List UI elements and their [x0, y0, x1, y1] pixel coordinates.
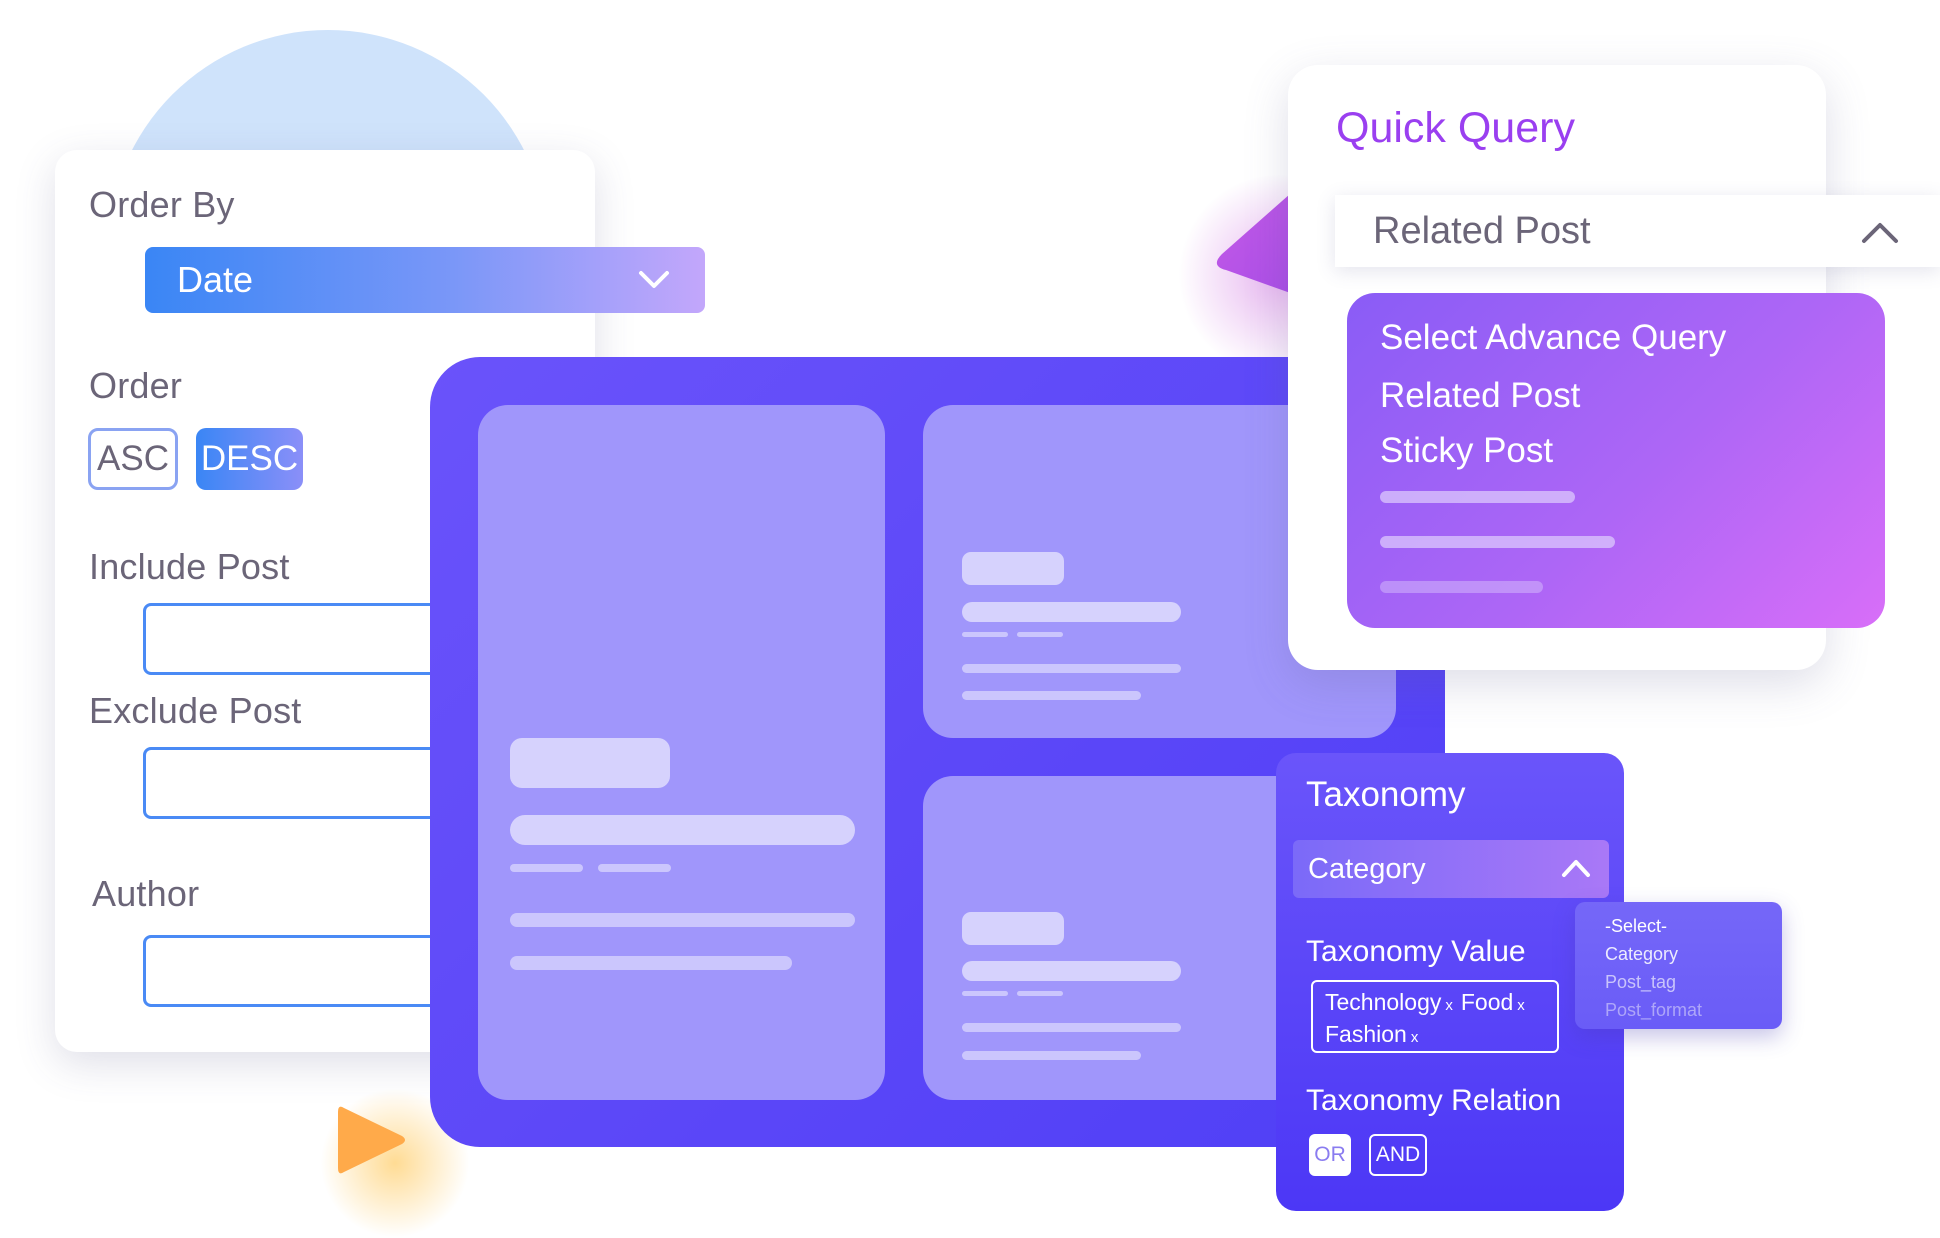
and-button[interactable]: AND	[1369, 1134, 1427, 1176]
decorative-triangle	[1216, 194, 1310, 300]
taxonomy-relation-label: Taxonomy Relation	[1306, 1084, 1562, 1117]
quick-query-option[interactable]: Select Advance Query	[1380, 318, 1727, 357]
or-button[interactable]: OR	[1309, 1134, 1351, 1176]
author-label: Author	[92, 873, 200, 914]
quick-query-select[interactable]: Related Post	[1335, 195, 1940, 267]
include-post-input[interactable]	[143, 603, 443, 675]
placeholder-line	[510, 956, 792, 970]
order-by-value: Date	[177, 259, 254, 300]
taxonomy-dropdown-option[interactable]: Post_tag	[1605, 972, 1677, 992]
tag-remove-icon[interactable]: x	[1445, 997, 1453, 1014]
placeholder-line	[962, 991, 1008, 996]
placeholder-line	[962, 1051, 1141, 1060]
quick-query-options	[1347, 293, 1885, 628]
taxonomy-dropdown-option[interactable]: Post_format	[1605, 1000, 1703, 1020]
placeholder-block	[510, 738, 670, 788]
taxonomy-selected: Category	[1308, 852, 1426, 885]
asc-button[interactable]: ASC	[88, 428, 178, 490]
chevron-up-icon	[1862, 223, 1898, 243]
placeholder-line	[1380, 536, 1615, 548]
placeholder-line	[962, 664, 1181, 673]
author-input[interactable]	[143, 935, 443, 1007]
placeholder-line	[962, 691, 1141, 700]
order-by-dropdown[interactable]: Date	[145, 247, 705, 313]
taxonomy-dropdown-menu: -Select- Category Post_tag Post_format	[1575, 902, 1782, 1029]
placeholder-block	[962, 912, 1064, 945]
placeholder-line	[962, 632, 1008, 637]
placeholder-line	[510, 913, 855, 927]
placeholder-line	[510, 864, 583, 872]
order-by-label: Order By	[89, 184, 235, 225]
tag-remove-icon[interactable]: x	[1410, 1029, 1419, 1046]
exclude-post-label: Exclude Post	[89, 690, 302, 731]
placeholder-line	[510, 815, 855, 845]
include-post-label: Include Post	[89, 546, 290, 587]
taxonomy-select[interactable]: Category	[1293, 840, 1609, 898]
placeholder-line	[962, 1023, 1181, 1032]
placeholder-block	[962, 552, 1064, 585]
taxonomy-dropdown-option[interactable]: Category	[1605, 944, 1679, 964]
placeholder-line	[1380, 581, 1543, 593]
taxonomy-value-label: Taxonomy Value	[1306, 935, 1526, 968]
quick-query-option[interactable]: Related Post	[1380, 376, 1581, 415]
placeholder-line	[1380, 491, 1575, 503]
desc-button[interactable]: DESC	[196, 428, 303, 490]
placeholder-line	[598, 864, 671, 872]
placeholder-line	[962, 961, 1181, 981]
placeholder-line	[962, 602, 1181, 622]
exclude-post-input[interactable]	[143, 747, 443, 819]
taxonomy-title: Taxonomy	[1306, 775, 1466, 814]
chevron-up-icon	[1562, 860, 1590, 877]
placeholder-line	[1017, 991, 1063, 996]
quick-query-selected: Related Post	[1373, 209, 1591, 252]
tag-remove-icon[interactable]: x	[1517, 997, 1525, 1014]
chevron-down-icon	[639, 271, 669, 288]
taxonomy-dropdown-option[interactable]: -Select-	[1605, 916, 1668, 936]
quick-query-option[interactable]: Sticky Post	[1380, 431, 1554, 470]
order-label: Order	[89, 365, 183, 406]
play-icon	[338, 1106, 405, 1174]
placeholder-line	[1017, 632, 1063, 637]
quick-query-title: Quick Query	[1336, 104, 1575, 152]
